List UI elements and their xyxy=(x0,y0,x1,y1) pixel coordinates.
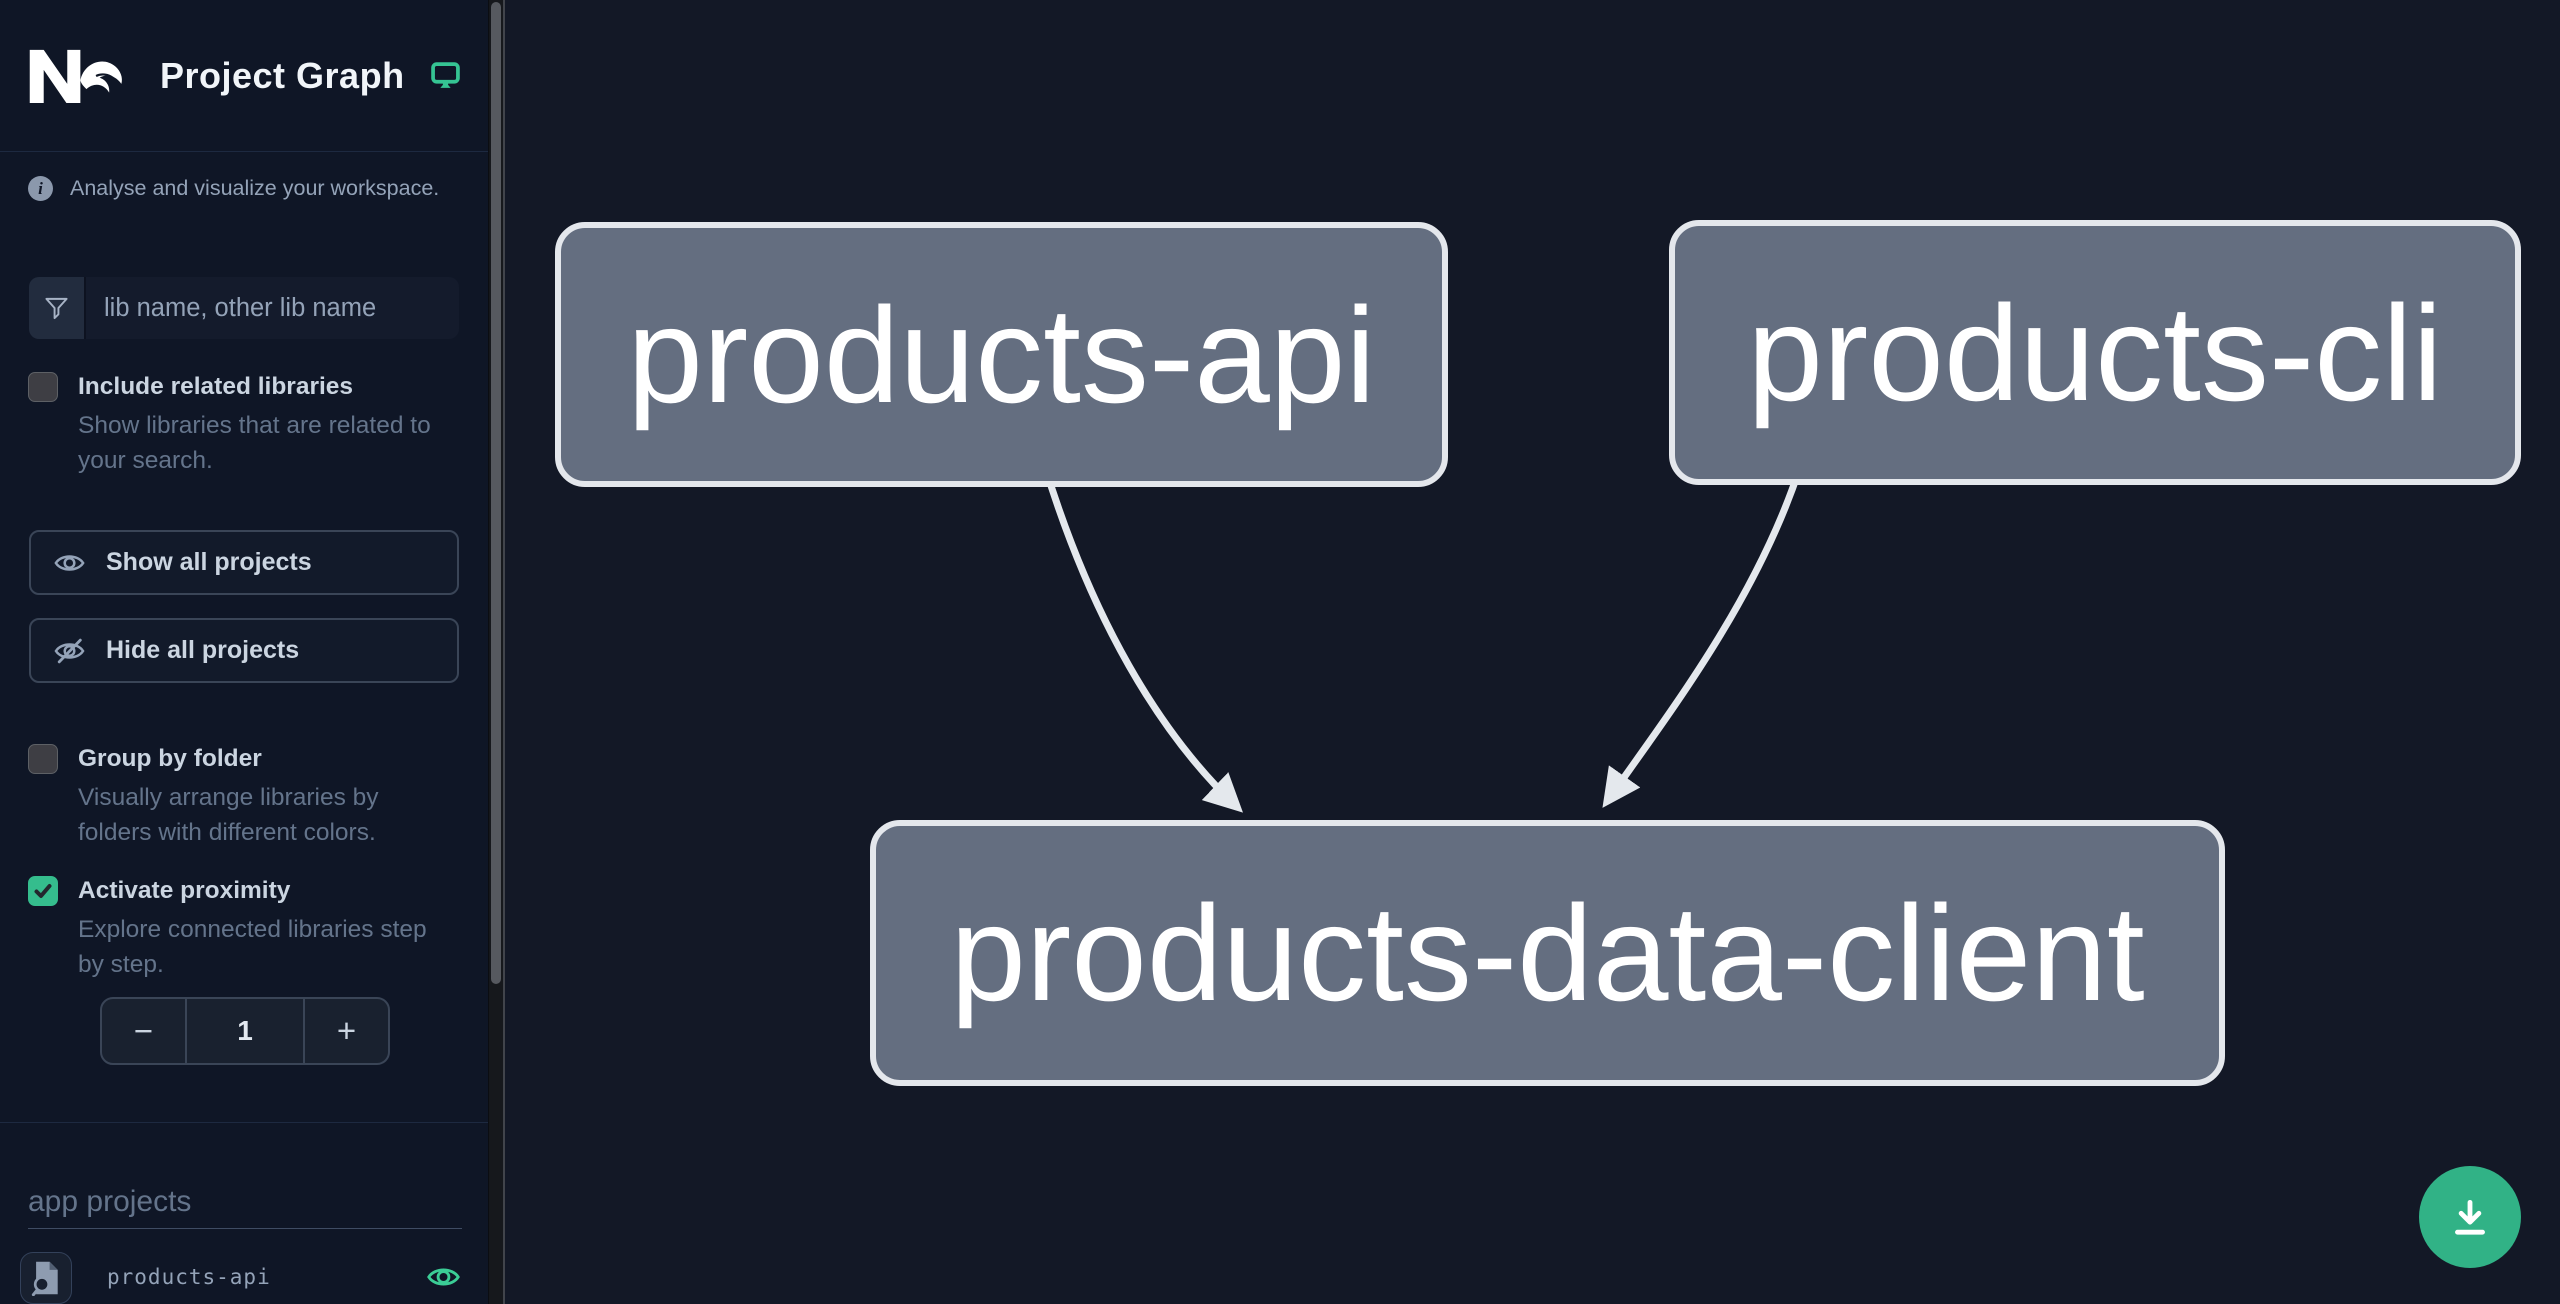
eye-icon xyxy=(54,554,85,571)
page-title: Project Graph xyxy=(160,54,405,96)
node-label: products-api xyxy=(627,278,1376,431)
project-document-search-icon xyxy=(31,1261,58,1296)
nx-logo xyxy=(29,49,122,103)
checkbox-description: Show libraries that are related to your … xyxy=(78,412,431,474)
focus-project-button[interactable] xyxy=(20,1252,72,1304)
graph-node-products-cli[interactable]: products-cli xyxy=(1669,220,2521,485)
node-label: products-cli xyxy=(1747,276,2443,429)
proximity-depth-stepper: − 1 + xyxy=(100,997,390,1065)
button-label: Show all projects xyxy=(106,548,312,576)
workspace-info: i Analyse and visualize your workspace. xyxy=(28,176,439,201)
sidebar: Project Graph i Analyse and visualize yo… xyxy=(0,0,488,1304)
sidebar-scrollbar-track[interactable] xyxy=(488,0,505,1304)
graph-node-products-api[interactable]: products-api xyxy=(555,222,1448,487)
group-by-folder-checkbox[interactable] xyxy=(28,744,58,774)
download-graph-button[interactable] xyxy=(2419,1166,2521,1268)
checkbox-label[interactable]: Include related libraries xyxy=(78,373,354,400)
download-icon xyxy=(2455,1199,2485,1235)
project-name: products-api xyxy=(107,1265,271,1289)
toggle-project-visibility-icon[interactable] xyxy=(427,1264,460,1290)
sidebar-header: Project Graph xyxy=(0,0,488,152)
setting-activate-proximity: Activate proximity Explore connected lib… xyxy=(28,875,458,982)
hide-all-projects-button[interactable]: Hide all projects xyxy=(29,618,459,683)
graph-node-products-data-client[interactable]: products-data-client xyxy=(870,820,2225,1086)
show-all-projects-button[interactable]: Show all projects xyxy=(29,530,459,595)
activate-proximity-checkbox[interactable] xyxy=(28,876,58,906)
button-label: Hide all projects xyxy=(106,636,300,664)
setting-group-by-folder: Group by folder Visually arrange librari… xyxy=(28,743,458,850)
monitor-icon[interactable] xyxy=(430,61,460,90)
proximity-depth-value: 1 xyxy=(237,1015,253,1046)
checkbox-label[interactable]: Activate proximity xyxy=(78,877,291,904)
filter-control xyxy=(29,277,459,339)
decrement-button[interactable]: − xyxy=(102,999,187,1063)
sidebar-scrollbar-thumb[interactable] xyxy=(491,2,501,984)
info-icon: i xyxy=(28,176,53,201)
eye-off-icon xyxy=(54,638,85,663)
include-related-libraries-checkbox[interactable] xyxy=(28,372,58,402)
funnel-icon xyxy=(29,277,86,339)
increment-button[interactable]: + xyxy=(303,999,388,1063)
node-label: products-data-client xyxy=(950,877,2145,1029)
divider xyxy=(0,1122,488,1123)
checkbox-description: Explore connected libraries step by step… xyxy=(78,916,427,978)
setting-include-related-libraries: Include related libraries Show libraries… xyxy=(28,371,458,478)
info-text: Analyse and visualize your workspace. xyxy=(70,176,440,200)
graph-canvas[interactable] xyxy=(507,0,2560,1304)
checkbox-label[interactable]: Group by folder xyxy=(78,745,262,772)
project-list-item-products-api: products-api xyxy=(0,1252,488,1304)
section-heading-app-projects: app projects xyxy=(28,1186,462,1229)
checkmark-icon xyxy=(34,884,52,898)
filter-input[interactable] xyxy=(86,277,459,339)
checkbox-description: Visually arrange libraries by folders wi… xyxy=(78,784,379,846)
